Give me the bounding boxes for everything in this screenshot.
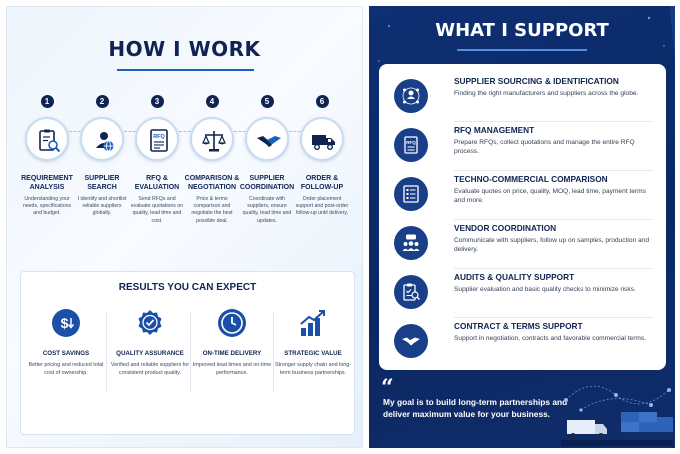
step-title: COMPARISON & NEGOTIATION: [184, 175, 240, 191]
result-quality-assurance: QUALITY ASSURANCE Verified and reliable …: [110, 308, 190, 377]
growth-chart-icon: [298, 308, 328, 338]
step-number: 2: [95, 95, 109, 108]
quality-badge-icon: [135, 308, 165, 338]
clipboard-search-icon: [25, 117, 69, 161]
support-item-description: Communicate with suppliers, follow up on…: [454, 237, 649, 253]
quote-text: My goal is to build long-term partnershi…: [383, 397, 568, 419]
result-cost-savings: $ COST SAVINGS Better pricing and reduce…: [26, 308, 106, 377]
divider: [190, 312, 191, 392]
how-i-work-panel: HOW I WORK 1 REQUIREMENT ANALYSIS Unders…: [6, 6, 363, 448]
handshake-icon: [245, 117, 289, 161]
step-connector: [179, 131, 195, 132]
svg-text:RFQ: RFQ: [153, 134, 165, 140]
step-rfq-evaluation: 3 RFQ RFQ & EVALUATION Send RFQs and eva…: [129, 95, 185, 225]
step-title: SUPPLIER SEARCH: [84, 175, 120, 191]
team-chat-icon: [394, 226, 428, 260]
result-title: ON-TIME DELIVERY: [202, 350, 262, 357]
step-title: REQUIREMENT ANALYSIS: [21, 175, 73, 191]
support-item-description: Evaluate quotes on price, quality, MOQ, …: [454, 188, 646, 204]
step-title: SUPPLIER COORDINATION: [239, 175, 295, 191]
step-connector: [234, 131, 250, 132]
title-underline: [457, 49, 587, 51]
result-description: Verified and reliable suppliers for cons…: [110, 362, 190, 376]
divider: [454, 317, 653, 318]
result-description: Improved lead times and on-time performa…: [192, 362, 272, 376]
result-strategic-value: STRATEGIC VALUE Stronger supply chain an…: [273, 308, 353, 377]
support-card: SUPPLIER SOURCING & IDENTIFICATION Findi…: [379, 64, 666, 370]
support-item-title: TECHNO-COMMERCIAL COMPARISON: [454, 174, 608, 184]
audit-clipboard-icon: [394, 275, 428, 309]
step-description: Understanding your needs, specifications…: [22, 196, 72, 217]
support-item-vendor-coordination: VENDOR COORDINATION Communicate with sup…: [387, 219, 661, 269]
support-item-description: Prepare RFQs, collect quotations and man…: [454, 139, 635, 155]
support-item-title: SUPPLIER SOURCING & IDENTIFICATION: [454, 76, 619, 86]
support-item-title: RFQ MANAGEMENT: [454, 125, 535, 135]
handshake-icon: [394, 324, 428, 358]
how-i-work-title: HOW I WORK: [108, 37, 261, 61]
support-item-title: CONTRACT & TERMS SUPPORT: [454, 321, 583, 331]
what-i-support-title: WHAT I SUPPORT: [435, 20, 609, 41]
support-item-sourcing: SUPPLIER SOURCING & IDENTIFICATION Findi…: [387, 72, 661, 122]
step-description: Price & terms comparison and negotiate t…: [191, 196, 233, 224]
support-item-rfq: RFQ RFQ MANAGEMENT Prepare RFQs, collect…: [387, 121, 661, 171]
step-number: 1: [40, 95, 54, 108]
support-item-audits: AUDITS & QUALITY SUPPORT Supplier evalua…: [387, 268, 661, 318]
divider: [454, 268, 653, 269]
rfq-document-icon: RFQ: [135, 117, 179, 161]
background-stars: [378, 6, 675, 66]
network-people-icon: [394, 79, 428, 113]
title-underline: [117, 69, 254, 71]
logistics-illustration: [561, 385, 673, 446]
step-description: Order placement support and post-order f…: [295, 196, 349, 217]
what-i-support-panel: WHAT I SUPPORT SUPPLIER SOURCING & IDENT…: [369, 6, 675, 448]
svg-text:$: $: [61, 315, 69, 331]
step-connector: [289, 131, 305, 132]
divider: [106, 312, 107, 392]
divider: [454, 170, 653, 171]
result-title: QUALITY ASSURANCE: [116, 350, 184, 357]
step-requirement-analysis: 1 REQUIREMENT ANALYSIS Understanding you…: [19, 95, 75, 218]
clock-icon: [217, 308, 247, 338]
result-description: Better pricing and reduced total cost of…: [28, 362, 104, 376]
step-description: I identify and shortlist reliable suppli…: [77, 196, 127, 217]
result-on-time-delivery: ON-TIME DELIVERY Improved lead times and…: [192, 308, 272, 377]
result-description: Stronger supply chain and long-term busi…: [274, 362, 352, 376]
quote-icon: “: [381, 375, 394, 401]
support-item-contract: CONTRACT & TERMS SUPPORT Support in nego…: [387, 317, 661, 365]
step-description: Send RFQs and evaluate quotations on qua…: [130, 196, 184, 224]
step-title: ORDER & FOLLOW-UP: [300, 175, 344, 191]
step-number: 3: [150, 95, 164, 108]
step-number: 5: [260, 95, 274, 108]
support-item-comparison: TECHNO-COMMERCIAL COMPARISON Evaluate qu…: [387, 170, 661, 220]
step-number: 6: [315, 95, 329, 108]
step-description: Coordinate with suppliers, ensure qualit…: [242, 196, 292, 224]
step-number: 4: [205, 95, 219, 108]
step-supplier-coordination: 5 SUPPLIER COORDINATION Coordinate with …: [239, 95, 295, 225]
result-title: COST SAVINGS: [42, 350, 90, 357]
step-order-follow-up: 6 ORDER & FOLLOW-UP Order placement supp…: [294, 95, 350, 218]
scales-icon: [190, 117, 234, 161]
step-supplier-search: 2 SUPPLIER SEARCH I identify and shortli…: [74, 95, 130, 218]
dollar-down-icon: $: [51, 308, 81, 338]
step-connector: [69, 131, 85, 132]
step-connector: [124, 131, 140, 132]
rfq-icon: RFQ: [394, 128, 428, 162]
support-item-description: Supplier evaluation and basic quality ch…: [454, 286, 636, 293]
divider: [454, 121, 653, 122]
support-item-description: Support in negotiation, contracts and fa…: [454, 335, 647, 342]
step-comparison-negotiation: 4 COMPARISON & NEGOTIATION Price & terms…: [184, 95, 240, 225]
support-item-title: VENDOR COORDINATION: [454, 223, 557, 233]
divider: [454, 219, 653, 220]
truck-icon: [300, 117, 344, 161]
support-item-title: AUDITS & QUALITY SUPPORT: [454, 272, 575, 282]
svg-text:RFQ: RFQ: [406, 140, 416, 145]
result-title: STRATEGIC VALUE: [284, 350, 342, 357]
step-title: RFQ & EVALUATION: [134, 175, 180, 191]
results-box: RESULTS YOU CAN EXPECT $ COST SAVINGS Be…: [20, 271, 355, 435]
globe-person-icon: [80, 117, 124, 161]
divider: [273, 312, 274, 392]
results-title: RESULTS YOU CAN EXPECT: [118, 282, 257, 293]
checklist-icon: [394, 177, 428, 211]
support-item-description: Finding the right manufacturers and supp…: [454, 90, 639, 97]
